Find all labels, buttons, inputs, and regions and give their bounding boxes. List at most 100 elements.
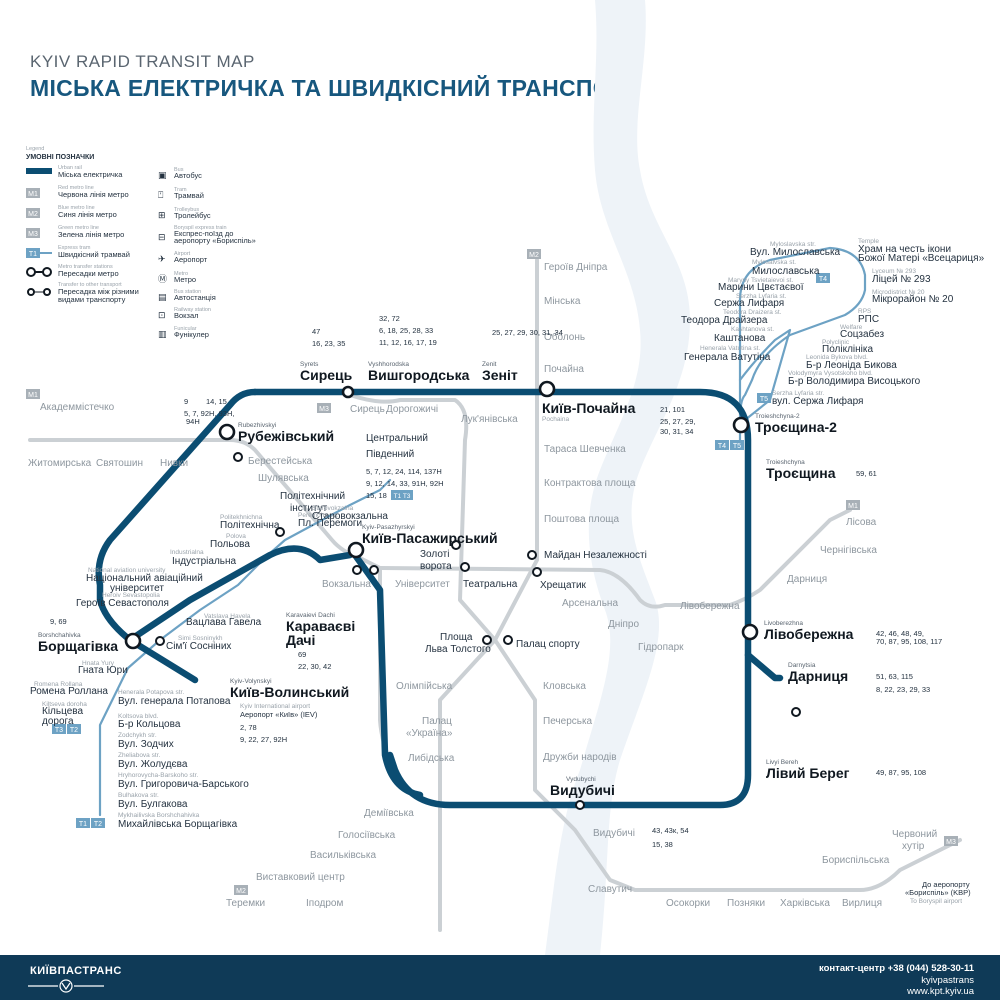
svg-text:Фунікулер: Фунікулер: [174, 330, 209, 339]
svg-text:РПС: РПС: [858, 314, 879, 325]
station-marker-lva: [482, 635, 492, 645]
svg-text:Золоті: Золоті: [420, 549, 449, 560]
legend-heading-ua: УМОВНІ ПОЗНАЧКИ: [26, 154, 94, 161]
airport-icon: ✈: [158, 254, 166, 264]
svg-text:Політехнічний: Політехнічний: [280, 491, 345, 502]
svg-text:ворота: ворота: [420, 561, 452, 572]
station-marker-pochaina: [538, 380, 556, 398]
station-marker-maidan: [527, 550, 537, 560]
svg-text:Дорогожичі: Дорогожичі: [386, 404, 438, 415]
trolleybus-icon: ⊞: [158, 210, 166, 220]
contact-social[interactable]: kyivpastrans: [921, 974, 974, 986]
svg-text:Васильківська: Васильківська: [310, 850, 376, 861]
svg-text:Tram: Tram: [174, 187, 187, 193]
svg-text:Вокзал: Вокзал: [174, 311, 199, 320]
svg-text:Metro: Metro: [174, 271, 188, 277]
svg-text:Деміївська: Деміївська: [364, 808, 414, 819]
svg-text:25, 27, 29, 30, 31, 34: 25, 27, 29, 30, 31, 34: [492, 328, 563, 337]
svg-text:Microdistrict № 20: Microdistrict № 20: [872, 289, 925, 296]
svg-text:Університет: Університет: [395, 579, 450, 590]
svg-text:6, 18, 25, 28, 33: 6, 18, 25, 28, 33: [379, 326, 433, 335]
svg-text:Вирлиця: Вирлиця: [842, 898, 882, 909]
svg-text:59, 61: 59, 61: [856, 469, 877, 478]
urban-stations-markers: [124, 380, 801, 810]
svg-text:30, 31, 34: 30, 31, 34: [660, 427, 693, 436]
svg-text:Вокзальна: Вокзальна: [322, 579, 371, 590]
contact-site[interactable]: www.kpt.kyiv.ua: [907, 986, 974, 997]
label-borshchahivka: Борщагівка: [38, 638, 118, 654]
svg-text:Вацлава Гавела: Вацлава Гавела: [186, 617, 262, 628]
svg-text:Пересадка між різними: Пересадка між різними: [58, 287, 139, 296]
svg-text:Метро: Метро: [174, 275, 196, 284]
svg-text:хутір: хутір: [902, 841, 925, 852]
svg-text:Б-р Володимира Висоцького: Б-р Володимира Висоцького: [788, 376, 921, 387]
svg-text:Міська електричка: Міська електричка: [58, 170, 123, 179]
label-zenit: Зеніт: [482, 367, 518, 383]
svg-text:Поліклініка: Поліклініка: [822, 344, 873, 355]
svg-text:Myloslavska str.: Myloslavska str.: [770, 241, 816, 248]
urban-rail-south-arc: [351, 551, 424, 799]
svg-text:Іподром: Іподром: [306, 898, 343, 909]
svg-text:Bus station: Bus station: [174, 289, 201, 295]
svg-text:Виставковий центр: Виставковий центр: [256, 872, 345, 883]
contact-phone[interactable]: контакт-центр +38 (044) 528-30-11: [819, 963, 974, 974]
urban-rail-ring: [251, 388, 752, 809]
svg-text:Харківська: Харківська: [780, 898, 830, 909]
label-pochaina: Київ-Почайна: [542, 400, 636, 416]
svg-text:Industrialna: Industrialna: [170, 549, 204, 556]
station-marker-khreshchatyk: [532, 567, 542, 577]
station-marker-teatralna: [460, 562, 470, 572]
svg-text:Хрещатик: Хрещатик: [540, 580, 587, 591]
svg-text:Академмістечко: Академмістечко: [40, 402, 115, 413]
svg-text:Kashtanova st.: Kashtanova st.: [731, 326, 774, 333]
svg-text:Осокорки: Осокорки: [666, 898, 710, 909]
label-pasazhyrskyi: Київ-Пасажирський: [362, 530, 498, 546]
badge-t4: T4: [819, 276, 827, 283]
svg-text:Лук'янівська: Лук'янівська: [461, 414, 518, 425]
svg-text:Видубичі: Видубичі: [593, 827, 635, 839]
station-marker-rubezh-transfer: [233, 452, 243, 462]
label-troieshchyna2: Троєщина-2: [755, 419, 837, 435]
badge-m3-south: M3: [946, 839, 956, 846]
svg-text:Нивки: Нивки: [160, 458, 188, 469]
station-marker-palats-sportu: [503, 635, 513, 645]
svg-text:Синя лінія метро: Синя лінія метро: [58, 210, 117, 219]
svg-text:Олімпійська: Олімпійська: [396, 681, 453, 692]
svg-text:інститут: інститут: [290, 503, 328, 514]
svg-text:Temple: Temple: [858, 238, 879, 245]
svg-text:Вул. Милославська: Вул. Милославська: [750, 247, 841, 258]
svg-text:5, 7, 92Н, 93Н,: 5, 7, 92Н, 93Н,: [184, 409, 234, 418]
svg-text:Heroiv Sevastopolia: Heroiv Sevastopolia: [102, 592, 160, 599]
svg-text:M1: M1: [28, 191, 38, 198]
svg-text:Mylosalvska st.: Mylosalvska st.: [752, 259, 796, 266]
svg-text:Кільцева: Кільцева: [42, 706, 83, 717]
svg-text:Дарниця: Дарниця: [787, 574, 827, 585]
svg-text:Печерська: Печерська: [543, 716, 593, 727]
line-badges: M1 M1 M2 M2 M3 M3 T4 T5 T4 T5 T1 T2 T3 T…: [26, 249, 958, 895]
svg-text:Поштова площа: Поштова площа: [544, 514, 619, 525]
badge-t1-t3: T1 T3: [394, 493, 411, 500]
tram-t1-t2-t3: [98, 478, 392, 817]
svg-text:22, 30, 42: 22, 30, 42: [298, 662, 331, 671]
svg-text:Transfer to other transport: Transfer to other transport: [58, 282, 122, 288]
badge-t2: T2: [94, 821, 102, 828]
svg-text:Пересадки метро: Пересадки метро: [58, 269, 119, 278]
svg-text:Старовокзальна: Старовокзальна: [312, 511, 388, 522]
svg-text:RPS: RPS: [858, 308, 872, 315]
svg-text:Troieshchyna: Troieshchyna: [766, 459, 805, 466]
svg-text:43, 43к, 54: 43, 43к, 54: [652, 826, 689, 835]
svg-text:Дніпро: Дніпро: [608, 619, 639, 630]
dnipro-river: [545, 0, 690, 955]
svg-text:Bus: Bus: [174, 167, 184, 173]
label-livoberezhna: Лівобережна: [764, 626, 854, 642]
svg-text:Koltsova blvd.: Koltsova blvd.: [118, 713, 159, 720]
svg-text:Пл. Перемоги: Пл. Перемоги: [298, 518, 362, 529]
tram-stop-labels: Myloslavska str. Вул. Милославська Mylos…: [30, 238, 985, 830]
svg-text:Welfare: Welfare: [840, 324, 863, 331]
svg-text:Кловська: Кловська: [543, 681, 586, 692]
svg-text:Гната Юри: Гната Юри: [78, 665, 128, 676]
svg-text:Південний: Південний: [366, 449, 414, 460]
svg-text:Соцзабез: Соцзабез: [840, 328, 885, 340]
svg-text:Аеропорт «Київ» (IEV): Аеропорт «Київ» (IEV): [240, 710, 318, 719]
label-rubezhivskyi: Рубежівський: [238, 428, 334, 444]
